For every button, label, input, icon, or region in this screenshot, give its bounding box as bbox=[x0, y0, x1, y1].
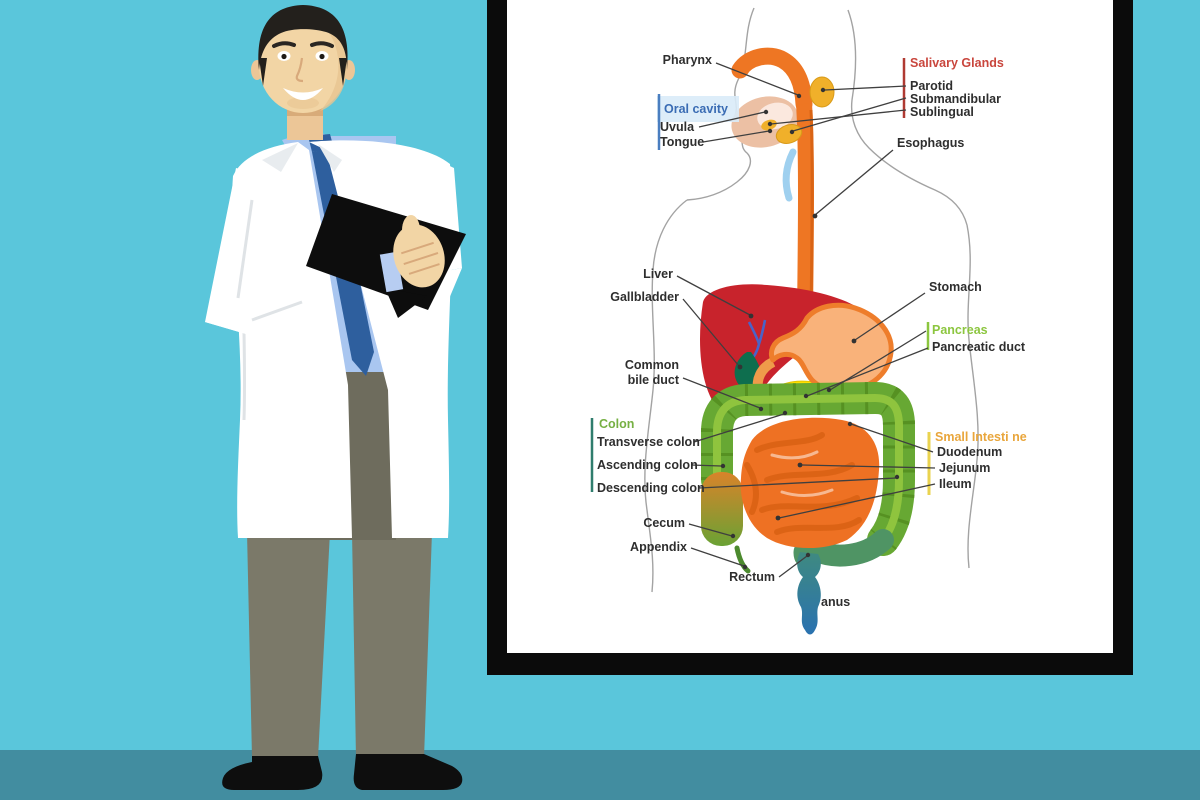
label-appendix: Appendix bbox=[630, 540, 687, 554]
label-submandibular: Submandibular bbox=[910, 92, 1001, 106]
heading-oral-cavity: Oral cavity bbox=[664, 102, 728, 116]
label-pharynx: Pharynx bbox=[663, 53, 712, 67]
label-common-bile-duct-2: bile duct bbox=[628, 373, 680, 387]
whiteboard: Pharynx Salivary Glands Parotid Submandi… bbox=[487, 0, 1133, 675]
label-liver: Liver bbox=[643, 267, 673, 281]
heading-pancreas: Pancreas bbox=[932, 323, 988, 337]
label-ascending-colon: Ascending colon bbox=[597, 458, 698, 472]
heading-salivary-glands: Salivary Glands bbox=[910, 56, 1004, 70]
label-parotid: Parotid bbox=[910, 79, 953, 93]
label-uvula: Uvula bbox=[660, 120, 695, 134]
label-descending-colon: Descending colon bbox=[597, 481, 705, 495]
label-rectum: Rectum bbox=[729, 570, 775, 584]
salivary-glands-shape bbox=[761, 76, 835, 144]
label-jejunum: Jejunum bbox=[939, 461, 990, 475]
rectum-shape bbox=[797, 552, 821, 635]
label-esophagus: Esophagus bbox=[897, 136, 964, 150]
trachea-shape bbox=[782, 148, 797, 202]
floor bbox=[0, 750, 1200, 800]
doctor-illustration bbox=[205, 5, 466, 790]
label-sublingual: Sublingual bbox=[910, 105, 974, 119]
heading-colon: Colon bbox=[599, 417, 634, 431]
appendix-shape bbox=[734, 545, 751, 574]
shoes bbox=[222, 754, 463, 790]
hand bbox=[393, 215, 445, 288]
hair bbox=[258, 5, 348, 70]
label-transverse-colon: Transverse colon bbox=[597, 435, 700, 449]
label-gallbladder: Gallbladder bbox=[610, 290, 679, 304]
label-cecum: Cecum bbox=[643, 516, 685, 530]
whiteboard-surface: Pharynx Salivary Glands Parotid Submandi… bbox=[507, 0, 1113, 653]
colon-shape bbox=[701, 381, 915, 567]
trousers bbox=[247, 532, 432, 758]
leader-lines bbox=[590, 58, 936, 578]
label-stomach: Stomach bbox=[929, 280, 982, 294]
head bbox=[251, 5, 355, 140]
esophagus-shape bbox=[731, 47, 814, 317]
label-tongue: Tongue bbox=[660, 135, 704, 149]
digestive-system-diagram: Pharynx Salivary Glands Parotid Submandi… bbox=[590, 7, 1027, 635]
label-ileum: Ileum bbox=[939, 477, 972, 491]
eyebrow bbox=[310, 41, 334, 48]
heading-small-intestine: Small Intesti ne bbox=[935, 430, 1027, 444]
label-common-bile-duct: Common bbox=[625, 358, 679, 372]
label-anus: anus bbox=[821, 595, 850, 609]
smile bbox=[283, 88, 323, 100]
eyebrow bbox=[272, 41, 296, 48]
cecum-shape bbox=[701, 472, 743, 546]
label-duodenum: Duodenum bbox=[937, 445, 1002, 459]
label-pancreatic-duct: Pancreatic duct bbox=[932, 340, 1026, 354]
nose bbox=[295, 57, 304, 83]
